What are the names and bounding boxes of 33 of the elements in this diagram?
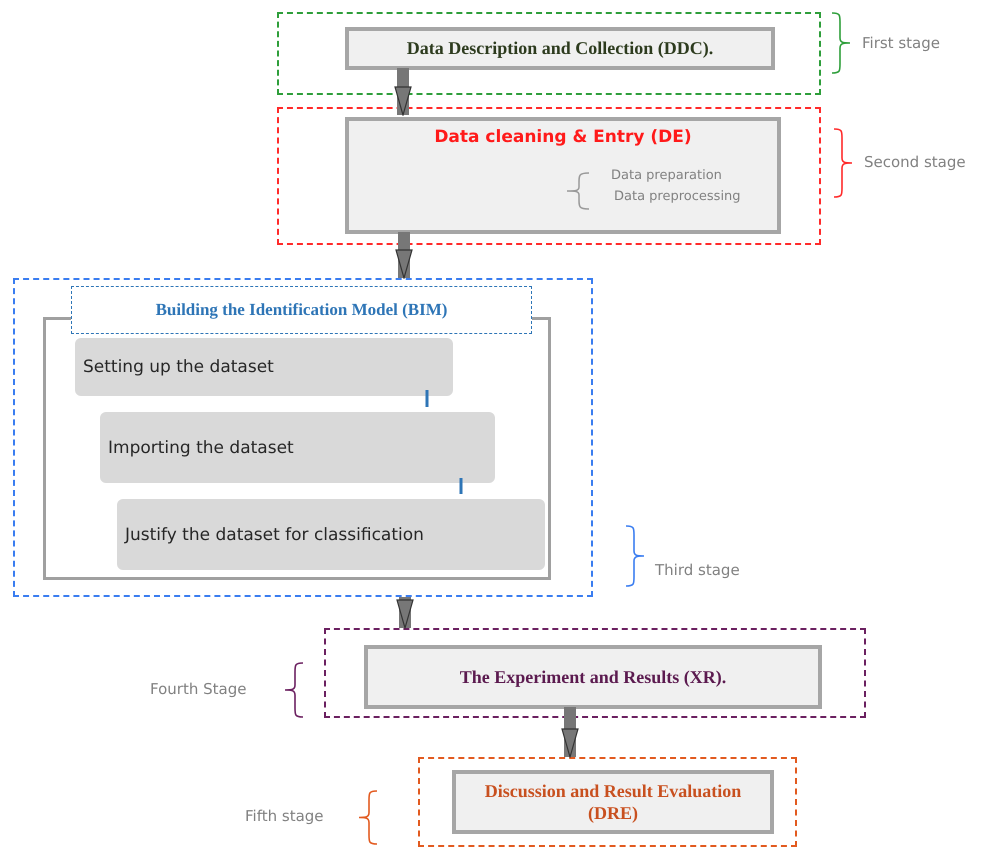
stage-label: Third stage — [655, 561, 740, 579]
connector-line — [460, 478, 462, 494]
connector-line — [426, 390, 428, 407]
process-box — [452, 770, 774, 834]
step-label: Justify the dataset for classification — [125, 524, 424, 544]
block-arrow — [561, 707, 579, 758]
step-box — [75, 338, 453, 396]
sub-item: Data preprocessing — [614, 189, 742, 204]
stage-label: Fourth Stage — [150, 680, 246, 698]
step-label: Setting up the dataset — [83, 357, 274, 377]
step-box — [100, 412, 495, 483]
block-arrow — [394, 68, 412, 116]
dashed-stage-frame — [277, 107, 821, 245]
step-label: Importing the dataset — [108, 438, 294, 458]
stage-label: Fifth stage — [245, 807, 324, 825]
box-title: Data cleaning & Entry (DE) — [433, 127, 693, 147]
box-title: Discussion and Result Evaluation (DRE) — [484, 780, 742, 824]
dashed-stage-frame — [324, 628, 866, 718]
box-title: The Experiment and Results (XR). — [458, 666, 728, 688]
stage-label: First stage — [862, 34, 940, 52]
box-title: Data Description and Collection (DDC). — [406, 37, 714, 60]
dashed-stage-frame — [418, 757, 797, 847]
process-box — [364, 645, 822, 709]
process-box — [345, 117, 781, 234]
sub-item: Data preparation — [611, 168, 723, 183]
group-heading: Building the Identification Model (BIM) — [71, 286, 532, 334]
block-arrow — [395, 232, 413, 279]
dashed-stage-frame — [13, 278, 593, 597]
stage-label: Second stage — [864, 153, 966, 171]
step-box — [117, 499, 545, 570]
block-arrow — [396, 597, 414, 629]
process-box — [345, 27, 775, 70]
dashed-stage-frame — [277, 12, 821, 95]
